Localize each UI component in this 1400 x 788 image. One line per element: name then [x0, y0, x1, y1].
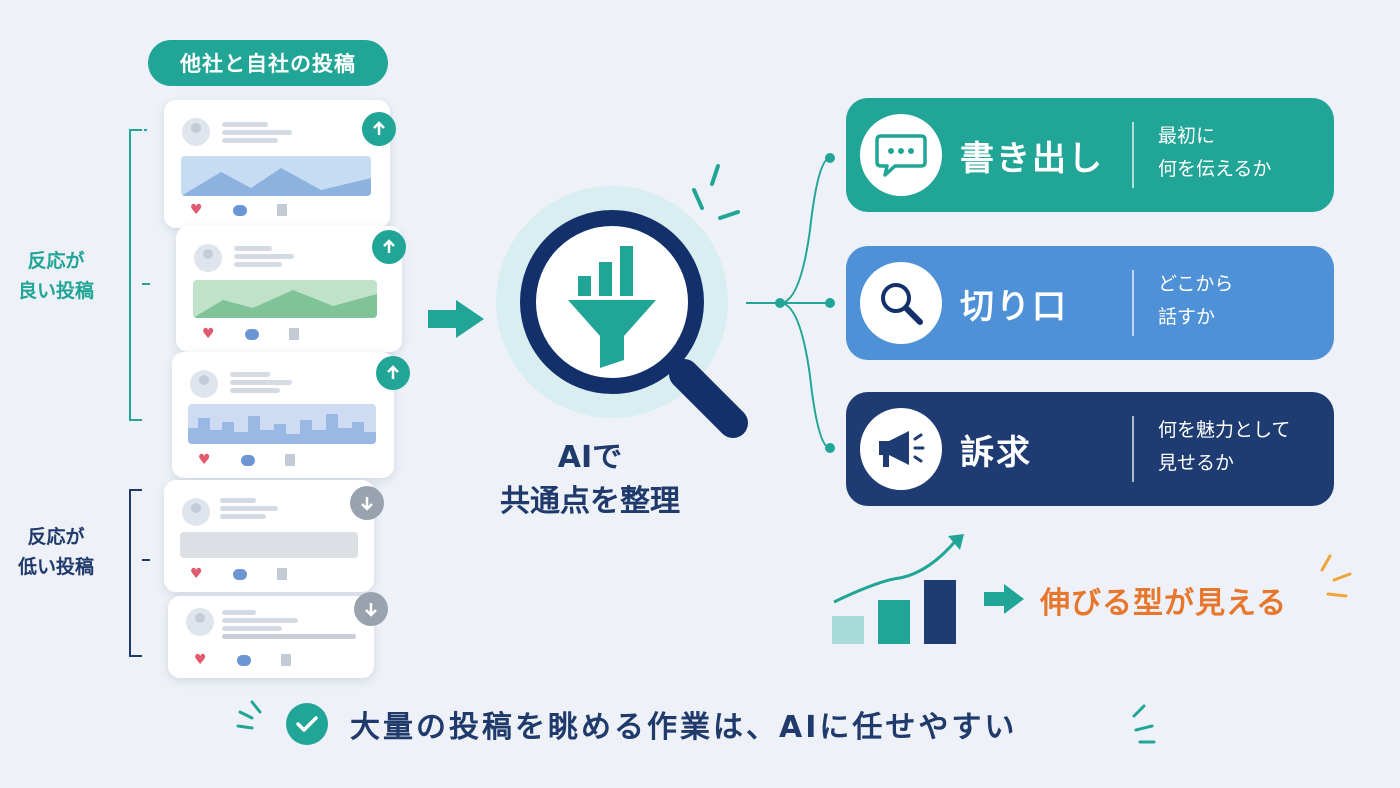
arrow-up-icon: [376, 356, 410, 390]
heart-icon: ♥: [194, 652, 207, 668]
growth-chart-icon: [832, 534, 964, 644]
ai-organize-line2: 共通点を整理: [500, 484, 680, 519]
reaction-row: ♥: [190, 202, 287, 218]
check-icon: [286, 703, 328, 745]
speech-bubble-icon: [860, 114, 942, 196]
heart-icon: ♥: [198, 452, 211, 468]
box-appeal: 訴求 何を魅力として 見せるか: [846, 392, 1334, 506]
flow-arrow-left: [428, 300, 484, 338]
avatar: [190, 370, 218, 398]
post-image: [188, 404, 376, 444]
search-icon: [860, 262, 942, 344]
footer-sparkle-right-icon: [1132, 704, 1156, 744]
good-bracket: [129, 129, 150, 421]
comment-icon: [232, 568, 247, 580]
footer-sparkle-left-icon: [236, 700, 262, 730]
bookmark-icon: [280, 654, 291, 666]
result-sparkle-icon: [1320, 554, 1352, 598]
arrow-down-icon: [350, 486, 384, 520]
post-card-good-2: ♥: [176, 226, 406, 352]
bookmark-icon: [276, 204, 287, 216]
box-angle-title: 切り口: [960, 286, 1068, 327]
post-image: [181, 156, 371, 196]
box-appeal-title: 訴求: [960, 432, 1032, 473]
reaction-row: ♥: [194, 652, 291, 668]
post-card-good-1: ♥: [164, 100, 396, 228]
reaction-row: ♥: [190, 566, 287, 582]
avatar: [186, 608, 214, 636]
box-appeal-desc: 何を魅力として 見せるか: [1158, 419, 1291, 474]
bad-bracket: [129, 489, 150, 657]
bookmark-icon: [288, 328, 299, 340]
megaphone-icon: [860, 408, 942, 490]
sparkle-icon: [692, 164, 740, 220]
magnifier-funnel-icon: [496, 186, 748, 438]
post-card-bad-1: ♥: [164, 480, 384, 592]
box-opening: 書き出し 最初に 何を伝えるか: [846, 98, 1334, 212]
box-opening-title: 書き出し: [960, 138, 1104, 179]
bookmark-icon: [276, 568, 287, 580]
bookmark-icon: [284, 454, 295, 466]
post-image: [180, 532, 358, 558]
comment-icon: [244, 328, 259, 340]
box-angle-desc: どこから 話すか: [1158, 273, 1234, 328]
arrow-up-icon: [372, 230, 406, 264]
heart-icon: ♥: [202, 326, 215, 342]
ai-organize-label: AIで 共通点を整理: [470, 436, 710, 524]
box-opening-desc: 最初に 何を伝えるか: [1158, 125, 1272, 180]
comment-icon: [232, 204, 247, 216]
arrow-down-icon: [354, 592, 388, 626]
footer-message: 大量の投稿を眺める作業は、AIに任せやすい: [350, 710, 1018, 745]
arrow-up-icon: [362, 112, 396, 146]
avatar: [182, 118, 210, 146]
growth-pattern-label: 伸びる型が見える: [1040, 586, 1288, 621]
avatar: [194, 244, 222, 272]
heart-icon: ♥: [190, 566, 203, 582]
post-image: [193, 280, 377, 318]
good-posts-label: 反応が良い投稿: [18, 250, 95, 302]
reaction-row: ♥: [202, 326, 299, 342]
post-card-good-3: ♥: [172, 352, 410, 478]
ai-organize-line1: AIで: [557, 440, 623, 475]
post-card-bad-2: ♥: [168, 592, 388, 678]
posts-header-pill: 他社と自社の投稿: [148, 40, 388, 86]
box-angle: 切り口 どこから 話すか: [846, 246, 1334, 360]
comment-icon: [236, 654, 251, 666]
flow-arrow-result: [984, 584, 1024, 614]
connector-tree: [746, 157, 831, 449]
heart-icon: ♥: [190, 202, 203, 218]
bad-posts-label: 反応が低い投稿: [18, 526, 95, 578]
reaction-row: ♥: [198, 452, 295, 468]
comment-icon: [240, 454, 255, 466]
avatar: [182, 498, 210, 526]
